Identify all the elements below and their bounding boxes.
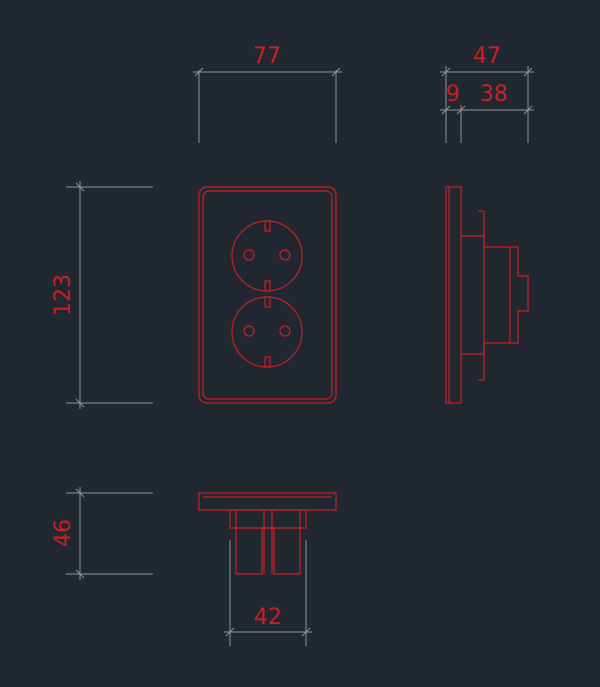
dimension-label-front-width: 77 [253,44,281,69]
dimension-front-width: 77 [193,44,342,143]
dimension-label-top-depth: 46 [51,519,76,547]
side-view-socket [445,186,529,404]
dimension-label-side-body: 38 [480,82,508,107]
socket-outlet-lower [231,296,303,368]
front-view-socket [198,186,337,404]
dimension-top-body-width: 42 [224,540,312,646]
dimension-side-depth: 47 9 38 [440,44,534,143]
dimension-label-front-height: 123 [51,274,76,316]
socket-outlet-upper [231,220,303,292]
dimension-front-height: 123 [51,181,153,409]
dimension-label-top-body-width: 42 [254,605,282,630]
dimension-label-side-plate: 9 [446,82,460,107]
top-view-socket [198,492,337,575]
dimension-top-depth: 46 [51,487,153,580]
dimension-label-side-total: 47 [473,44,501,69]
